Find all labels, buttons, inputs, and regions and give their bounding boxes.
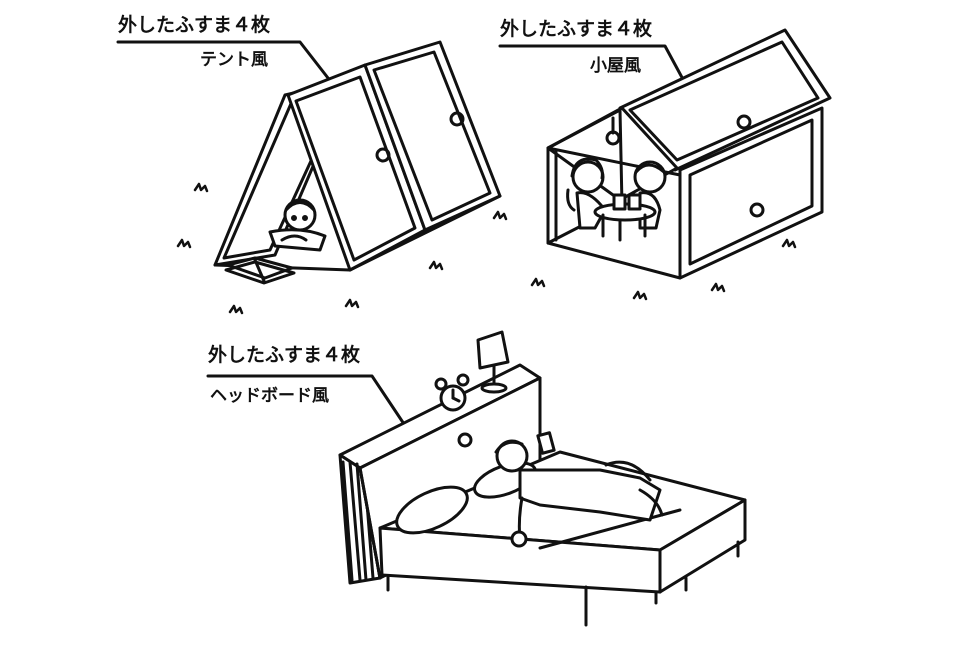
headboard-leader-line [206, 374, 414, 438]
adult-reading-in-bed [494, 431, 664, 548]
hut-subtitle: 小屋風 [590, 56, 641, 76]
children-at-table [566, 157, 667, 242]
headboard-title: 外したふすま４枚 [208, 344, 361, 366]
open-book [224, 256, 296, 285]
tent-title: 外したふすま４枚 [118, 14, 271, 36]
tent-subtitle: テント風 [200, 50, 268, 70]
bedside-lamp [476, 330, 510, 394]
hut-title: 外したふすま４枚 [500, 18, 653, 40]
tent-shelter [213, 40, 502, 272]
child-lying-in-tent [268, 198, 327, 252]
headboard-subtitle: ヘッドボード風 [210, 386, 329, 406]
grass-tufts [176, 182, 797, 315]
alarm-clock [434, 373, 470, 412]
